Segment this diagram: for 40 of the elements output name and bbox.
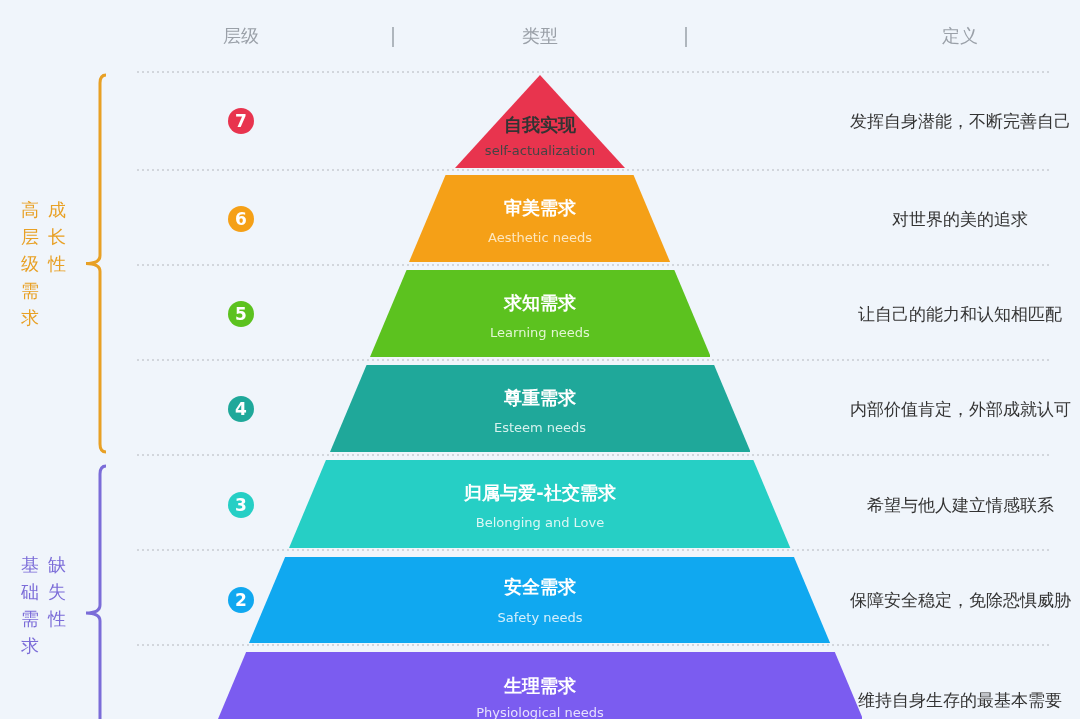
definition-text: 希望与他人建立情感联系: [865, 493, 1055, 517]
number-badge: 2: [228, 587, 254, 613]
definition-text: 发挥自身潜能，不断完善自己: [850, 109, 1070, 133]
pyramid-level: [329, 365, 751, 452]
level-subtitle: Esteem needs: [492, 419, 588, 435]
number-badge: 4: [228, 396, 254, 422]
number-badge: 3: [228, 492, 254, 518]
column-header: 层级: [223, 24, 259, 48]
definition-text: 对世界的美的追求: [891, 207, 1029, 231]
definition-text: 内部价值肯定，外部成就认可: [850, 397, 1070, 421]
definition-text: 让自己的能力和认知相匹配: [857, 302, 1063, 326]
level-subtitle: self-actualization: [483, 142, 597, 158]
level-title: 生理需求: [503, 674, 577, 698]
group-label: 成长性: [47, 198, 67, 276]
level-title: 求知需求: [502, 291, 577, 315]
level-subtitle: Physiological needs: [475, 704, 605, 719]
pyramid-level: [249, 557, 831, 643]
level-title: 尊重需求: [503, 386, 577, 410]
group-label: 高层级需求: [20, 198, 40, 330]
number-badge: 6: [228, 206, 254, 232]
number-badge: 7: [228, 108, 254, 134]
level-subtitle: Aesthetic needs: [486, 229, 593, 245]
level-title: 审美需求: [503, 196, 577, 220]
group-label: 缺失性: [47, 553, 67, 631]
level-subtitle: Belonging and Love: [474, 514, 606, 530]
column-header: 定义: [942, 24, 978, 48]
level-subtitle: Safety needs: [496, 609, 584, 625]
pyramid-level: [289, 460, 791, 548]
definition-text: 保障安全稳定，免除恐惧威胁: [850, 588, 1070, 612]
pyramid-level: [409, 175, 671, 262]
level-title: 自我实现: [503, 113, 577, 137]
column-header: 类型: [522, 24, 558, 48]
group-label: 基础需求: [20, 553, 40, 658]
pyramid-level: [369, 270, 711, 357]
level-title: 归属与爱-社交需求: [463, 481, 617, 505]
definition-text: 维持自身生存的最基本需要: [857, 688, 1063, 712]
level-title: 安全需求: [503, 575, 577, 599]
number-badge: 5: [228, 301, 254, 327]
pyramid-level: [455, 75, 625, 168]
level-subtitle: Learning needs: [489, 324, 591, 340]
